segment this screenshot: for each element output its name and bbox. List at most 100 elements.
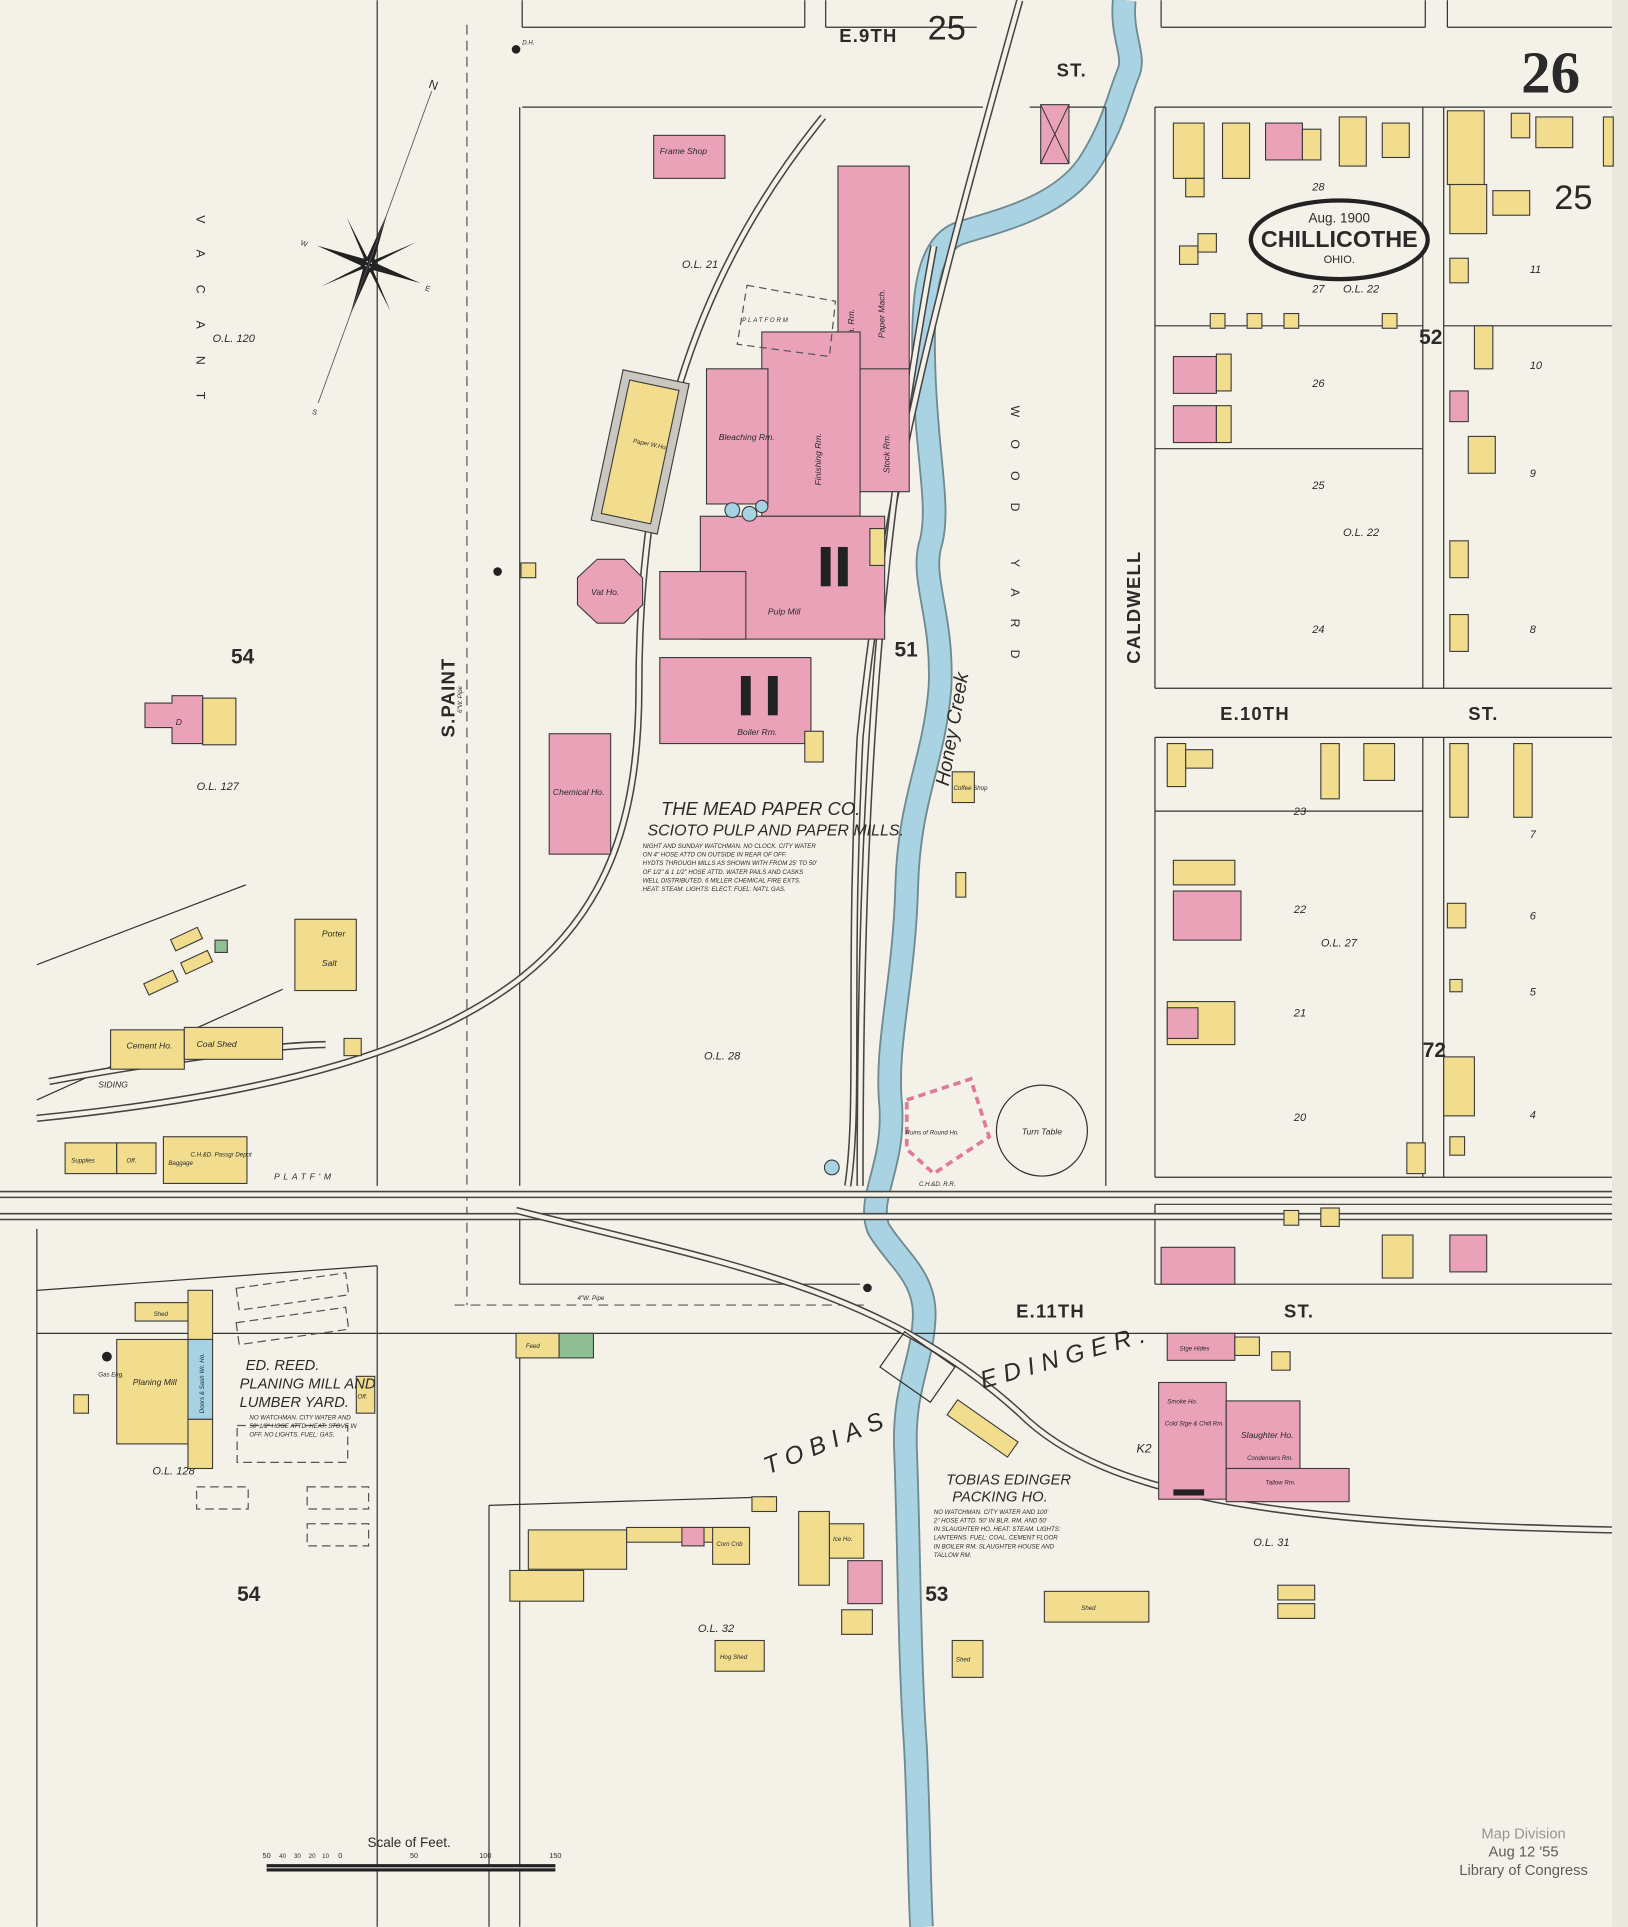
pulp-mill-label: Pulp Mill — [768, 607, 802, 617]
honey-creek — [863, 0, 1143, 1927]
pipe-6w: 6"W. Pipe — [457, 685, 464, 712]
compass-rose-icon: N E S W — [299, 77, 440, 417]
svg-text:100: 100 — [479, 1851, 491, 1860]
adjoining-sheet-top: 25 — [928, 10, 966, 48]
street-label-e10th-st: ST. — [1468, 703, 1498, 724]
svg-text:Doors & Sash Wr. Ho.: Doors & Sash Wr. Ho. — [199, 1353, 206, 1413]
svg-text:Coal Shed: Coal Shed — [197, 1039, 237, 1049]
outlot-31: O.L. 31 — [1253, 1537, 1289, 1549]
shed-long — [1043, 1590, 1150, 1623]
dry-hydrant-icon — [511, 45, 521, 54]
lot-number: 8 — [1530, 624, 1537, 636]
reed-planing-mill: Shed Planing Mill Doors & Sash Wr. Ho. O… — [73, 1272, 376, 1547]
svg-text:Planing Mill: Planing Mill — [133, 1377, 178, 1387]
svg-text:Off.: Off. — [127, 1158, 137, 1165]
svg-text:Shed: Shed — [1081, 1605, 1096, 1612]
svg-text:Cold Stge & Chill Rm.: Cold Stge & Chill Rm. — [1165, 1420, 1224, 1427]
lot-number: 24 — [1311, 624, 1324, 636]
edinger-packing-house: Stge Hides Smoke Ho. Cold Stge & Chill R… — [1137, 1332, 1350, 1503]
finishing-label: Finishing Rm. — [813, 433, 823, 486]
svg-text:Salt: Salt — [322, 958, 337, 968]
svg-text:HYDTS THROUGH MILLS AS SHOWN W: HYDTS THROUGH MILLS AS SHOWN WITH FROM 2… — [643, 860, 818, 867]
outlot-22b: O.L. 22 — [1343, 527, 1379, 539]
turn-table-label: Turn Table — [1022, 1126, 1062, 1136]
railroad-label: C.H.&D. R.R. — [919, 1181, 955, 1188]
svg-text:Cement Ho.: Cement Ho. — [127, 1040, 173, 1050]
supplies-building — [64, 1142, 118, 1175]
svg-text:HEAT: STEAM. LIGHTS: ELECT. FU: HEAT: STEAM. LIGHTS: ELECT. FUEL: NAT'L … — [643, 886, 786, 893]
svg-text:IN BOILER RM. SLAUGHTER HOUSE: IN BOILER RM. SLAUGHTER HOUSE AND — [934, 1543, 1055, 1550]
svg-text:Corn Crib: Corn Crib — [716, 1541, 743, 1548]
compass-e: E — [424, 283, 432, 293]
street-label-e11th: E.11TH — [1016, 1300, 1085, 1321]
doors-sash-warehouse — [187, 1338, 214, 1420]
reed-notes: NO WATCHMAN. CITY WATER AND 50' 1/2" HOS… — [249, 1414, 357, 1438]
pipe-4w: 4"W. Pipe — [577, 1295, 604, 1302]
passenger-depot — [162, 1136, 248, 1184]
compass-s: S — [311, 407, 319, 417]
svg-text:50' 1/2" HOSE ATTD. HEAT: STOV: 50' 1/2" HOSE ATTD. HEAT: STOVE IN — [249, 1423, 357, 1430]
svg-text:NIGHT AND SUNDAY WATCHMAN. NO: NIGHT AND SUNDAY WATCHMAN. NO CLOCK. CIT… — [643, 843, 817, 850]
outlot-32: O.L. 32 — [698, 1623, 734, 1635]
block-number-53: 53 — [925, 1583, 948, 1606]
mill-annex — [659, 570, 747, 640]
lot-number: 10 — [1530, 360, 1543, 372]
lot-number: 5 — [1530, 986, 1537, 998]
siding-label: SIDING — [98, 1080, 128, 1090]
svg-text:20: 20 — [309, 1853, 316, 1860]
ruins-label: Ruins of Round Ho. — [906, 1129, 959, 1136]
lot-number: 25 — [1311, 480, 1325, 492]
street-lines — [36, 0, 1613, 1927]
mead-notes: NIGHT AND SUNDAY WATCHMAN. NO CLOCK. CIT… — [643, 843, 818, 893]
ice-house — [828, 1523, 865, 1559]
frame-shop-label: Frame Shop — [660, 146, 708, 156]
svg-text:Shed: Shed — [956, 1656, 971, 1663]
svg-text:50: 50 — [263, 1851, 271, 1860]
street-label-caldwell: CALDWELL — [1123, 551, 1144, 664]
ruins-round-house — [904, 1076, 992, 1176]
block-number-51: 51 — [894, 638, 918, 661]
stock-building — [859, 368, 910, 493]
street-label-e9th-st: ST. — [1057, 59, 1087, 80]
outlot-28: O.L. 28 — [704, 1050, 741, 1062]
svg-text:D: D — [176, 717, 182, 727]
wood-yard-label: WOOD YARD — [1008, 406, 1022, 681]
coal-shed — [183, 1026, 284, 1060]
svg-text:Baggage: Baggage — [168, 1160, 193, 1167]
dwelling — [144, 695, 204, 745]
svg-text:Porter: Porter — [322, 928, 347, 938]
dry-hydrant-icon — [493, 567, 502, 576]
street-label-e10th: E.10TH — [1220, 703, 1290, 724]
lot-number: 6 — [1530, 910, 1537, 922]
stock-label: Stock Rm. — [882, 434, 892, 474]
svg-text:NO WATCHMAN. CITY WATER AND: NO WATCHMAN. CITY WATER AND — [249, 1414, 351, 1421]
platform-label-2: PLATFORM — [742, 317, 790, 324]
paper-mach-label: Paper Mach. — [877, 289, 887, 338]
block-number-52: 52 — [1419, 326, 1442, 349]
lot-number: 7 — [1530, 829, 1537, 841]
cold-storage — [1158, 1381, 1227, 1500]
water-tank — [823, 1159, 840, 1176]
block-number-72: 72 — [1423, 1039, 1446, 1062]
cement-house — [110, 1029, 185, 1070]
mead-paper-complex: Frame Shop Paper Mach. Mach. Rm. Finishi… — [548, 104, 1070, 855]
lot-number: 27 — [1311, 284, 1325, 296]
svg-text:40: 40 — [279, 1853, 286, 1860]
svg-text:Stge Hides: Stge Hides — [1180, 1346, 1210, 1353]
cartouche-city: CHILLICOTHE — [1261, 226, 1418, 252]
street-label-edinger: EDINGER. — [977, 1319, 1155, 1394]
tallow-room — [1225, 1467, 1350, 1503]
svg-text:Tallow Rm.: Tallow Rm. — [1266, 1479, 1296, 1486]
svg-text:Library of Congress: Library of Congress — [1459, 1863, 1588, 1879]
outlot-127: O.L. 127 — [197, 781, 240, 793]
edinger-subtitle: PACKING HO. — [952, 1490, 1048, 1506]
svg-text:NO WATCHMAN. CITY WATER AND 10: NO WATCHMAN. CITY WATER AND 100' — [934, 1509, 1049, 1516]
outlot-22a: O.L. 22 — [1343, 284, 1379, 296]
scale-title: Scale of Feet. — [368, 1835, 451, 1850]
lot-number: 9 — [1530, 468, 1536, 480]
compass-n: N — [427, 77, 440, 93]
svg-text:Map Division: Map Division — [1481, 1826, 1565, 1842]
chemical-ho-label: Chemical Ho. — [553, 787, 605, 797]
